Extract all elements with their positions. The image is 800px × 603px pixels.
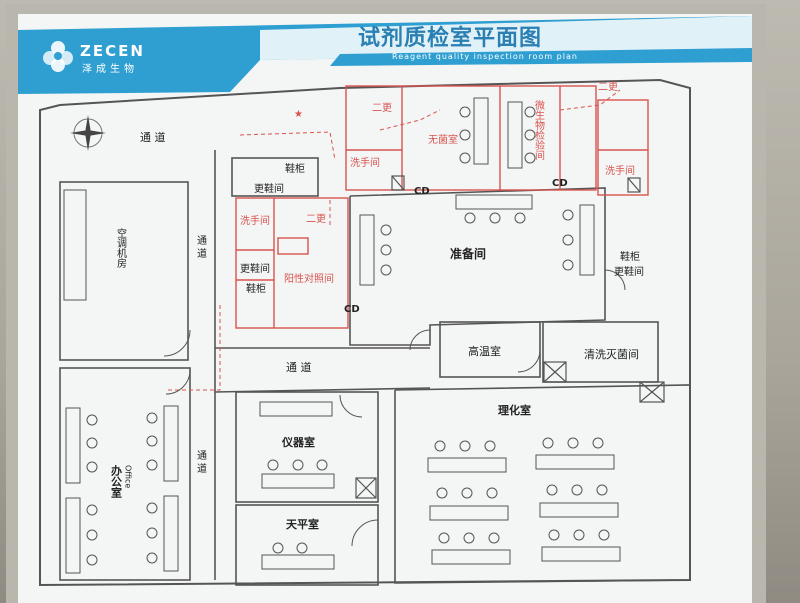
- label-shoe-change-top: 更鞋间: [254, 182, 284, 195]
- label-positive-control: 阳性对照间: [284, 272, 334, 285]
- zecen-logo-icon: [40, 38, 76, 78]
- furniture-tables: [63, 97, 621, 574]
- star-marker-icon: ★: [294, 109, 303, 120]
- label-cd-1: CD: [414, 186, 430, 197]
- label-passage-left-lower: 通 道: [195, 450, 207, 473]
- brand-name: ZECEN: [80, 42, 145, 60]
- label-sterile-room: 无菌室: [428, 133, 458, 146]
- label-wash-top: 洗手间: [350, 156, 380, 169]
- label-wash-sterilize: 清洗灭菌间: [584, 348, 639, 361]
- label-office: 办公室: [110, 464, 123, 498]
- label-passage-top: 通 道: [140, 130, 166, 144]
- clean-area-walls: [235, 85, 649, 329]
- label-micro-room: 微生物检验间: [533, 99, 545, 161]
- label-instrument-room: 仪器室: [281, 435, 315, 449]
- floor-plan-board: [18, 14, 752, 603]
- doors: [163, 269, 626, 547]
- label-shoe-cabinet-right: 鞋柜: [620, 250, 640, 263]
- label-wash-left: 洗手间: [240, 214, 270, 227]
- label-office-en: Office: [124, 465, 133, 488]
- label-shoe-change-left: 更鞋间: [240, 262, 270, 275]
- brand-name-cn: 泽成生物: [82, 64, 138, 75]
- label-shoe-cabinet-top: 鞋柜: [285, 162, 305, 175]
- label-second-change-right: 二更: [598, 81, 618, 93]
- compass-icon: [70, 115, 106, 151]
- label-passage-left-upper: 通 道: [195, 235, 207, 258]
- furniture-chairs: [86, 106, 610, 566]
- label-second-change-left: 二更: [306, 213, 326, 225]
- flow-lines: [168, 89, 621, 391]
- interior-walls: [59, 150, 691, 586]
- label-shoe-change-right: 更鞋间: [614, 265, 644, 278]
- label-cd-2: CD: [552, 178, 568, 189]
- header-title-band: [260, 16, 752, 60]
- pass-boxes: [355, 175, 665, 499]
- label-ac-room: 空调机房: [115, 227, 127, 269]
- label-balance-room: 天平室: [286, 517, 319, 531]
- label-cd-3: CD: [344, 304, 360, 315]
- label-prep-room: 准备间: [450, 246, 486, 261]
- header-subtitle-band: [330, 48, 752, 66]
- outer-walls: [39, 78, 691, 587]
- label-shoe-cabinet-left: 鞋柜: [246, 282, 266, 295]
- label-passage-middle: 通 道: [286, 360, 312, 374]
- label-physchem-room: 理化室: [498, 403, 531, 417]
- label-second-change-top: 二更: [372, 102, 392, 114]
- page-title: 试剂质检室平面图: [358, 26, 543, 51]
- page-subtitle: Reagent quality inspection room plan: [392, 52, 578, 61]
- label-wash-right: 洗手间: [605, 164, 635, 177]
- label-high-temp: 高温室: [468, 344, 501, 358]
